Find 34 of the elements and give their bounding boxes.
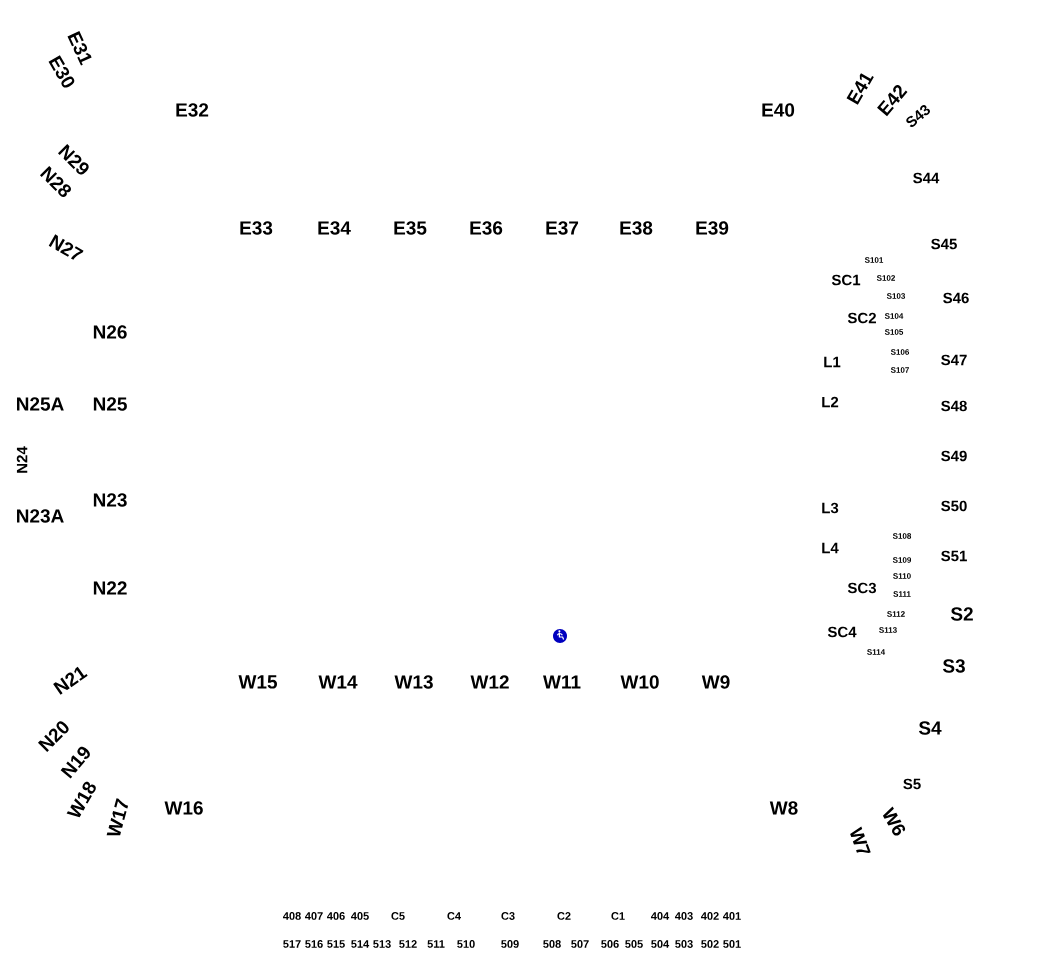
section-label: S3 (942, 659, 965, 673)
section-label: N25 (93, 397, 127, 411)
section-label: W7 (850, 826, 871, 854)
section-label: W14 (318, 675, 358, 689)
section-label: N21 (53, 666, 88, 695)
section-label: N23 (93, 493, 127, 507)
section-label: E37 (546, 221, 579, 235)
section-label: E34 (318, 221, 351, 235)
section-label: W8 (769, 801, 798, 815)
section-label: N22 (93, 581, 127, 595)
section-label: W11 (543, 675, 581, 689)
section-label: W10 (620, 675, 659, 689)
section-label: E41 (846, 73, 874, 105)
section-label: E36 (470, 221, 503, 235)
section-label: E38 (620, 221, 653, 235)
section-label: W13 (394, 675, 433, 689)
section-label: W17 (106, 798, 129, 836)
section-label: E35 (394, 221, 427, 235)
section-label: E40 (762, 103, 795, 117)
section-label: W16 (164, 801, 203, 815)
section-label: W9 (701, 675, 730, 689)
section-label: E33 (240, 221, 273, 235)
section-label: N26 (93, 325, 127, 339)
section-label: W12 (470, 675, 509, 689)
section-label: N25A (17, 397, 64, 411)
section-label: E39 (696, 221, 729, 235)
section-label: S2 (950, 607, 973, 621)
section-label: W6 (882, 806, 906, 836)
section-label: S4 (918, 721, 942, 735)
section-label: E42 (877, 84, 908, 117)
section-label: W15 (238, 675, 277, 689)
section-label: E32 (176, 103, 209, 117)
section-label: N23A (17, 509, 64, 523)
section-label: N27 (48, 234, 84, 260)
